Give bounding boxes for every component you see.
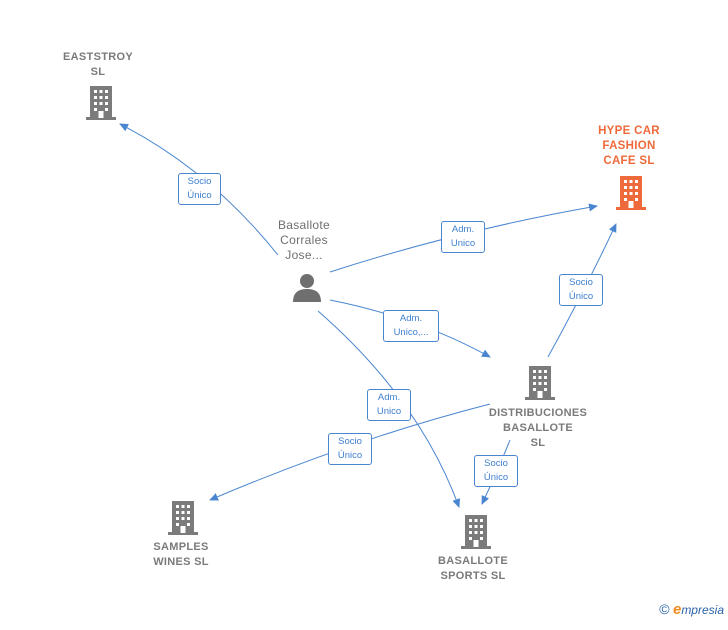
node-label-line: SL: [90, 66, 106, 78]
building-icon-main: [616, 176, 646, 210]
node-label-line: SPORTS SL: [440, 570, 506, 582]
person-icon: [293, 274, 321, 302]
node-label-line: HYPE CAR: [598, 125, 660, 137]
node-label-line: Corrales: [280, 233, 328, 247]
brand-logo-text: mpresia: [681, 603, 724, 617]
node-label-person[interactable]: Basallote Corrales Jose...: [254, 218, 354, 263]
node-label-line: Jose...: [285, 248, 323, 262]
node-label-basallote-sports[interactable]: BASALLOTE SPORTS SL: [423, 554, 523, 584]
edge-label-line: Socio: [569, 277, 593, 288]
edge-label-socio-unico: Socio Único: [559, 274, 603, 306]
edge-label-socio-unico: Socio Único: [328, 433, 372, 465]
edge-label-line: Único: [568, 291, 594, 302]
node-label-line: BASALLOTE: [503, 422, 573, 434]
edge-label-socio-unico: Socio Único: [474, 455, 518, 487]
edge-label-line: Adm.: [451, 224, 475, 235]
building-icon: [525, 366, 555, 400]
node-label-hype-car-fashion-cafe[interactable]: HYPE CAR FASHION CAFE SL: [579, 124, 679, 169]
edge-label-line: Socio: [338, 436, 362, 447]
edge-label-line: Unico: [450, 238, 476, 249]
edge-label-line: Adm.: [377, 392, 401, 403]
node-label-line: Basallote: [277, 218, 331, 232]
node-label-line: WINES SL: [153, 556, 209, 568]
node-label-line: CAFE SL: [603, 155, 655, 167]
node-label-eaststroy[interactable]: EASTSTROY SL: [48, 50, 148, 80]
node-label-line: DISTRIBUCIONES: [488, 407, 588, 419]
brand-watermark: © empresia: [659, 601, 724, 618]
building-icon: [86, 86, 116, 120]
edge-label-line: Unico,...: [393, 327, 429, 338]
edge-label-line: Adm.: [399, 313, 423, 324]
node-label-distribuciones-basallote[interactable]: DISTRIBUCIONES BASALLOTE SL: [478, 406, 598, 451]
building-icon: [461, 515, 491, 549]
edge-label-socio-unico: Socio Único: [178, 173, 221, 205]
edge-label-adm-unico-more: Adm. Unico,...: [383, 310, 439, 342]
edge-label-line: Unico: [376, 406, 402, 417]
edge-label-adm-unico: Adm. Unico: [441, 221, 485, 253]
node-label-line: FASHION: [602, 140, 656, 152]
edge-label-line: Único: [337, 450, 363, 461]
building-icon: [168, 501, 198, 535]
brand-logo-e: e: [672, 601, 682, 618]
node-label-samples-wines[interactable]: SAMPLES WINES SL: [131, 540, 231, 570]
edge-label-line: Socio: [484, 458, 508, 469]
edge-label-adm-unico: Adm. Unico: [367, 389, 411, 421]
node-label-line: EASTSTROY: [63, 51, 133, 63]
edge-label-line: Único: [483, 472, 509, 483]
edge-label-line: Socio: [187, 176, 212, 187]
node-label-line: BASALLOTE: [438, 555, 508, 567]
copyright-symbol: ©: [659, 601, 670, 617]
node-label-line: SAMPLES: [153, 541, 209, 553]
edge-label-line: Único: [187, 190, 212, 201]
node-label-line: SL: [530, 437, 546, 449]
